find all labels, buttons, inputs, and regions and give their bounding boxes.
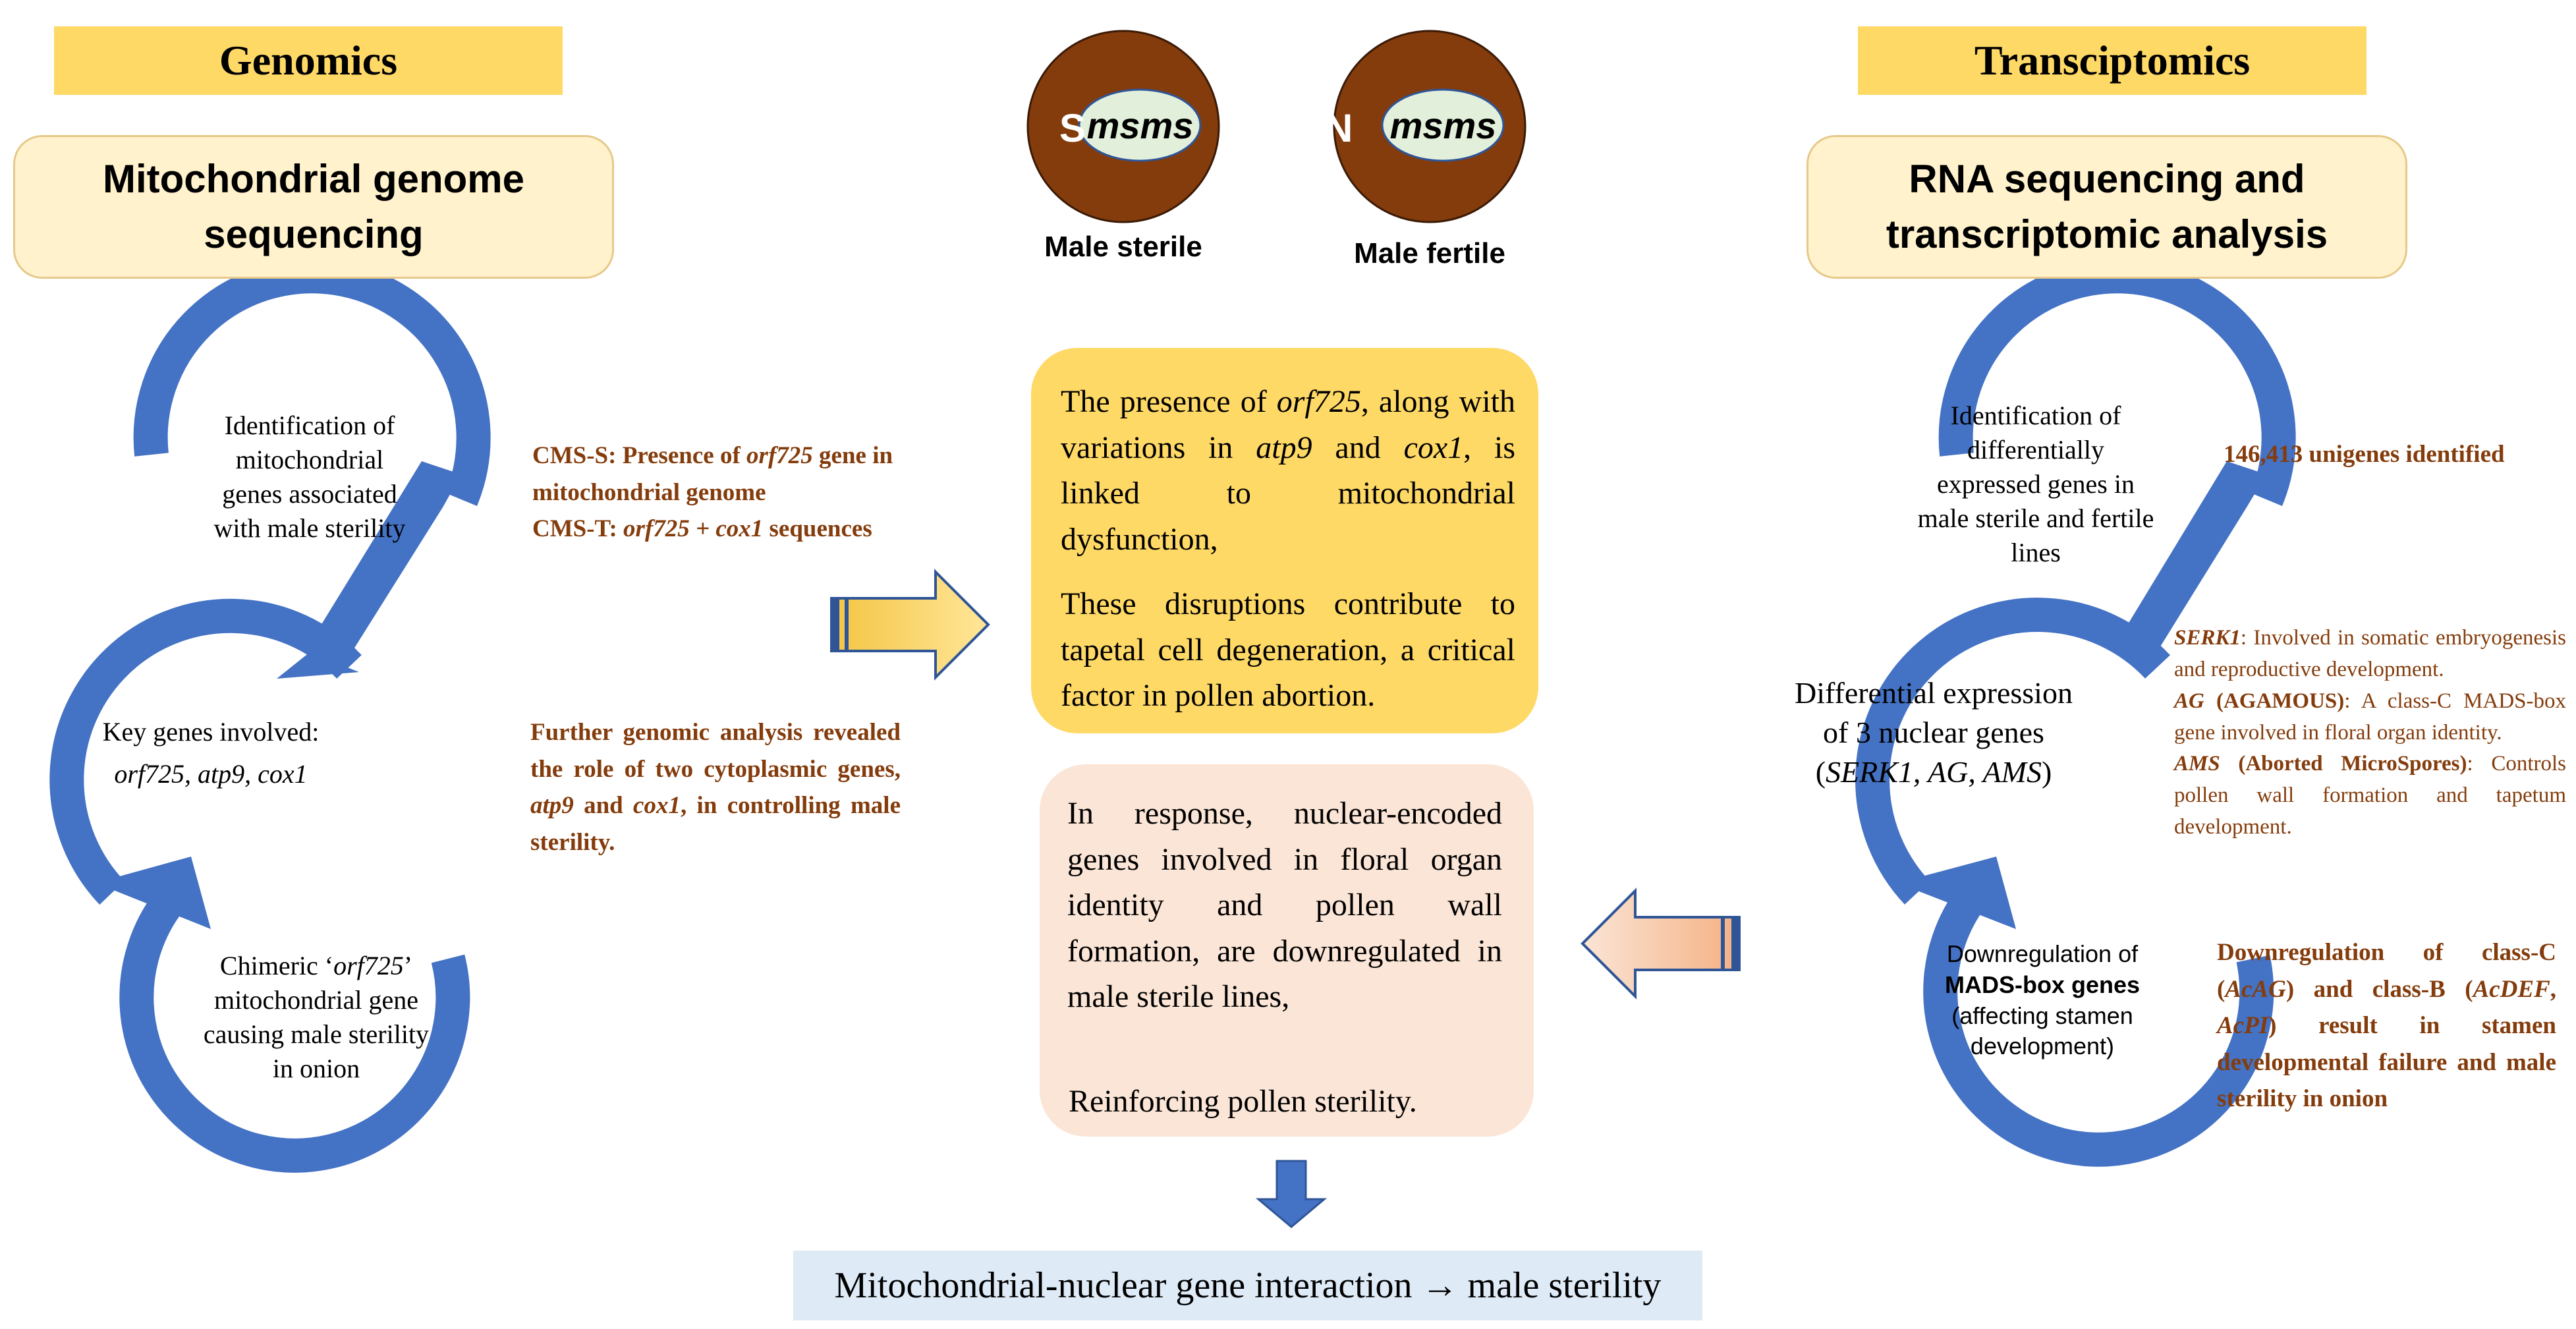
nuclear-response-text: In response, nuclear-encoded genes invol… (1067, 796, 1502, 1015)
transcriptomics-step-2-a: Differential expression of 3 nuclear gen… (1795, 676, 2073, 789)
peach-arrow-left (1581, 888, 1741, 1000)
dysfunction-orf725: orf725 (1276, 384, 1361, 419)
left-arrowhead-2 (277, 652, 359, 679)
ag-full: (AGAMOUS) (2204, 689, 2345, 713)
serk1-text: : Involved in somatic embryogenesis and … (2174, 626, 2566, 681)
conclusion-box: Mitochondrial-nuclear gene interaction →… (793, 1251, 1702, 1320)
cms-t-a: CMS-T: (532, 515, 624, 542)
mitochondrial-dysfunction-box (1031, 348, 1538, 733)
right-arrowhead-1 (2115, 461, 2266, 667)
tapetal-degeneration-text: These disruptions contribute to tapetal … (1061, 586, 1515, 714)
fertile-cell-letter: N (1324, 106, 1353, 150)
genomic-note-a: Further genomic analysis revealed the ro… (530, 719, 901, 783)
cms-notes: CMS-S: Presence of orf725 gene in mitoch… (532, 438, 954, 548)
transcriptomics-step-3: Downregulation of MADS-box genes (affect… (1917, 939, 2168, 1062)
mads-g: ) result in stamen developmental failure… (2217, 1012, 2556, 1112)
genomics-step-2-line1: Key genes involved: (102, 717, 320, 747)
serk1-desc: SERK1: Involved in somatic embryogenesis… (2174, 623, 2566, 686)
dysfunction-text: The presence of orf725, along with varia… (1061, 379, 1515, 562)
genomics-step-2-genes: orf725, atp9, cox1 (114, 759, 308, 789)
genomic-note-e: , in controlling male sterility. (530, 792, 901, 856)
yellow-arrow-right (830, 569, 990, 681)
ag-text: : A class-C MADS-box gene involved in fl… (2174, 689, 2566, 745)
dysfunction-e: and (1312, 430, 1404, 465)
cms-s-a: CMS-S: Presence of (532, 442, 747, 469)
transcriptomics-step-2-c: ) (2041, 754, 2052, 789)
mads-note: Downregulation of class-C (AcAG) and cla… (2217, 934, 2556, 1117)
transcriptomics-step-3-mads: MADS-box genes (1944, 971, 2141, 998)
transcriptomics-step-3-c: (affecting stamen development) (1951, 1002, 2133, 1060)
ams-full: (Aborted MicroSpores) (2220, 752, 2467, 776)
male-fertile-cell (1333, 30, 1526, 223)
left-cycle-arrowheads (96, 461, 461, 929)
dysfunction-c: , along with variations in (1061, 384, 1515, 465)
genomics-step-2: Key genes involved: orf725, atp9, cox1 (66, 715, 356, 791)
right-arc-3 (1923, 880, 2274, 1167)
genomics-step-2-line2: orf725, atp9, cox1 (66, 757, 356, 791)
cms-t-c: sequences (763, 515, 872, 542)
genomics-step-3-c: ’ mitochondrial gene causing male steril… (203, 951, 430, 1083)
genomics-title-box: Mitochondrial genome sequencing (13, 135, 614, 279)
dysfunction-a: The presence of (1061, 384, 1277, 419)
genomic-analysis-note: Further genomic analysis revealed the ro… (530, 714, 901, 861)
ams-name: AMS (2174, 752, 2220, 776)
genomic-note-atp9: atp9 (530, 792, 574, 819)
cms-s-note: CMS-S: Presence of orf725 gene in mitoch… (532, 438, 954, 511)
dysfunction-g: , is linked to mitochondrial dysfunction… (1061, 430, 1516, 557)
cms-s-gene: orf725 (746, 442, 813, 469)
left-arrowhead-3 (96, 857, 211, 929)
dysfunction-cox1: cox1 (1403, 430, 1464, 465)
transcriptomics-title: RNA sequencing and transcriptomic analys… (1886, 157, 2328, 256)
genomic-note-cox1: cox1 (633, 792, 681, 819)
mads-acag: AcAG (2225, 975, 2286, 1003)
right-arc-2 (1855, 598, 2170, 905)
genomics-title: Mitochondrial genome sequencing (102, 157, 525, 256)
fertile-cell-label: Male fertile (1354, 237, 1505, 269)
genomics-tag: Genomics (54, 26, 563, 95)
right-arrowhead-2 (1897, 857, 2016, 929)
transcriptomics-step-1-text: Identification of differentially express… (1917, 401, 2154, 567)
transcriptomics-title-box: RNA sequencing and transcriptomic analys… (1806, 135, 2407, 279)
transcriptomics-step-3-a: Downregulation of (1946, 940, 2139, 967)
mads-acpi: AcPI (2217, 1012, 2269, 1039)
genomics-step-1: Identification of mitochondrial genes as… (204, 409, 415, 546)
ag-name: AG (2174, 689, 2204, 713)
genomic-note-c: and (573, 792, 634, 819)
sterile-cell-letter: S (1059, 106, 1086, 150)
fertile-cell-genotype: msms (1389, 105, 1497, 146)
left-arc-2 (49, 598, 362, 905)
cms-s-c: gene in mitochondrial genome (532, 442, 893, 506)
genomics-step-3-gene: orf725 (333, 951, 404, 980)
transcriptomics-tag: Transciptomics (1858, 26, 2366, 95)
transcriptomics-step-1: Identification of differentially express… (1914, 399, 2158, 570)
transcriptomics-step-2-genes: SERK1, AG, AMS (1826, 754, 2042, 789)
serk1-name: SERK1 (2174, 626, 2241, 650)
sterile-cell-genotype: msms (1086, 105, 1194, 146)
right-cycle-arrowheads (1897, 461, 2266, 929)
mads-e: , (2550, 975, 2556, 1003)
unigenes-note: 146,413 unigenes identified (2224, 441, 2505, 468)
mads-acdef: AcDEF (2473, 975, 2550, 1003)
dysfunction-atp9: atp9 (1256, 430, 1312, 465)
nuclear-response-box (1040, 764, 1534, 1137)
genomics-step-3: Chimeric ‘orf725’ mitochondrial gene cau… (191, 949, 441, 1086)
genomics-step-1-text: Identification of mitochondrial genes as… (213, 410, 406, 543)
cms-t-genes: orf725 + cox1 (623, 515, 764, 542)
cms-t-note: CMS-T: orf725 + cox1 sequences (532, 511, 954, 548)
mads-c: ) and class-B ( (2285, 975, 2473, 1003)
down-arrow-3 (1255, 1160, 1328, 1228)
ag-desc: AG (AGAMOUS): A class-C MADS-box gene in… (2174, 686, 2566, 749)
ams-text: : Controls pollen wall formation and tap… (2174, 752, 2566, 839)
ams-desc: AMS (Aborted MicroSpores): Controls poll… (2174, 749, 2566, 843)
sterile-cell-label: Male sterile (1044, 231, 1202, 263)
left-arc-3 (119, 879, 470, 1173)
reinforcing-text: Reinforcing pollen sterility. (1069, 1084, 1417, 1119)
left-arrowhead-1 (308, 461, 461, 667)
male-sterile-cell (1026, 30, 1220, 223)
conclusion-text: Mitochondrial-nuclear gene interaction →… (834, 1265, 1662, 1306)
gene-descriptions: SERK1: Involved in somatic embryogenesis… (2174, 623, 2566, 843)
mads-a: Downregulation of class-C ( (2217, 939, 2556, 1003)
genomics-step-3-a: Chimeric ‘ (219, 951, 334, 980)
transcriptomics-step-2: Differential expression of 3 nuclear gen… (1792, 673, 2075, 791)
